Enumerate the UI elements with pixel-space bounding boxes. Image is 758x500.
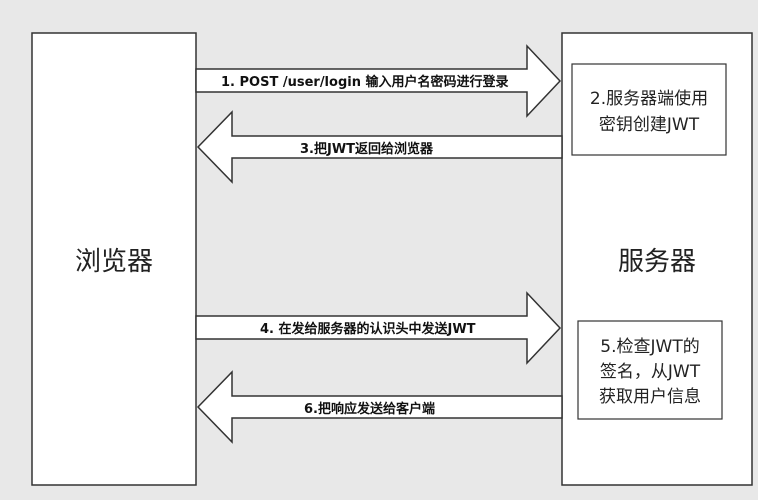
arrow-1-label: 1. POST /user/login 输入用户名密码进行登录 — [221, 74, 509, 90]
note-5-line-1: 5.检查JWT的 — [600, 337, 699, 357]
server-label: 服务器 — [618, 247, 696, 277]
arrow-4-label: 4. 在发给服务器的认识头中发送JWT — [260, 321, 476, 337]
arrow-6-label: 6.把响应发送给客户端 — [304, 401, 435, 417]
arrow-6-shape — [196, 370, 563, 444]
arrow-4-shape — [195, 291, 562, 365]
arrow-3-label: 3.把JWT返回给浏览器 — [300, 141, 434, 157]
note-5-box — [577, 320, 723, 420]
browser-label: 浏览器 — [75, 247, 153, 277]
note-2-box — [571, 63, 727, 156]
note-5-line-2: 签名，从JWT — [600, 362, 701, 382]
note-2-line-1: 2.服务器端使用 — [590, 88, 708, 109]
note-5-line-3: 获取用户信息 — [599, 387, 701, 407]
note-2-line-2: 密钥创建JWT — [599, 115, 700, 135]
arrow-1-shape — [195, 44, 562, 118]
arrow-3-shape — [196, 110, 563, 184]
browser-box — [31, 32, 197, 486]
